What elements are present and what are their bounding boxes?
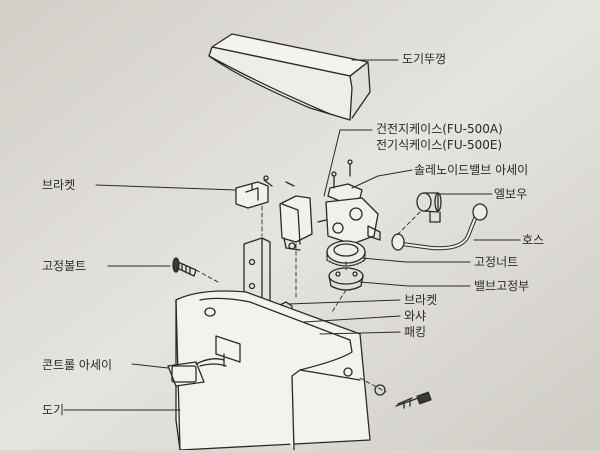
solenoid-valve-part <box>317 159 381 245</box>
elbow-part <box>416 192 442 223</box>
bracket-left-part <box>235 175 295 209</box>
label-elbow: 엘보우 <box>494 187 528 201</box>
battery-case-part <box>279 195 313 251</box>
label-electric-case: 전기식케이스(FU-500E) <box>376 138 503 152</box>
leader-lines <box>63 59 521 411</box>
control-assembly-part <box>167 353 227 387</box>
label-toilet-lid: 도기뚜껑 <box>402 52 447 66</box>
label-valve-fixer: 밸브고정부 <box>474 279 530 293</box>
label-solenoid-valve: 솔레노이드밸브 아세이 <box>414 163 529 177</box>
toilet-lid-part <box>208 33 371 121</box>
label-bracket-left: 브라켓 <box>42 178 76 192</box>
label-battery-case: 건전지케이스(FU-500A) <box>376 122 503 136</box>
label-hose: 호스 <box>522 233 545 247</box>
lower-bolt-part <box>374 384 432 409</box>
label-fixing-nut: 고정너트 <box>474 255 519 269</box>
guide-lines <box>195 205 421 393</box>
label-washer: 와샤 <box>404 309 427 323</box>
label-packing: 패킹 <box>404 325 427 339</box>
label-fixing-bolt: 고정볼트 <box>42 259 87 273</box>
ceramic-body-part <box>175 290 371 451</box>
fixing-bolt-part <box>172 257 197 277</box>
label-ceramic-body: 도기 <box>42 403 65 417</box>
label-control-assembly: 콘트롤 아세이 <box>42 358 113 372</box>
label-bracket-bottom: 브라켓 <box>404 293 438 307</box>
